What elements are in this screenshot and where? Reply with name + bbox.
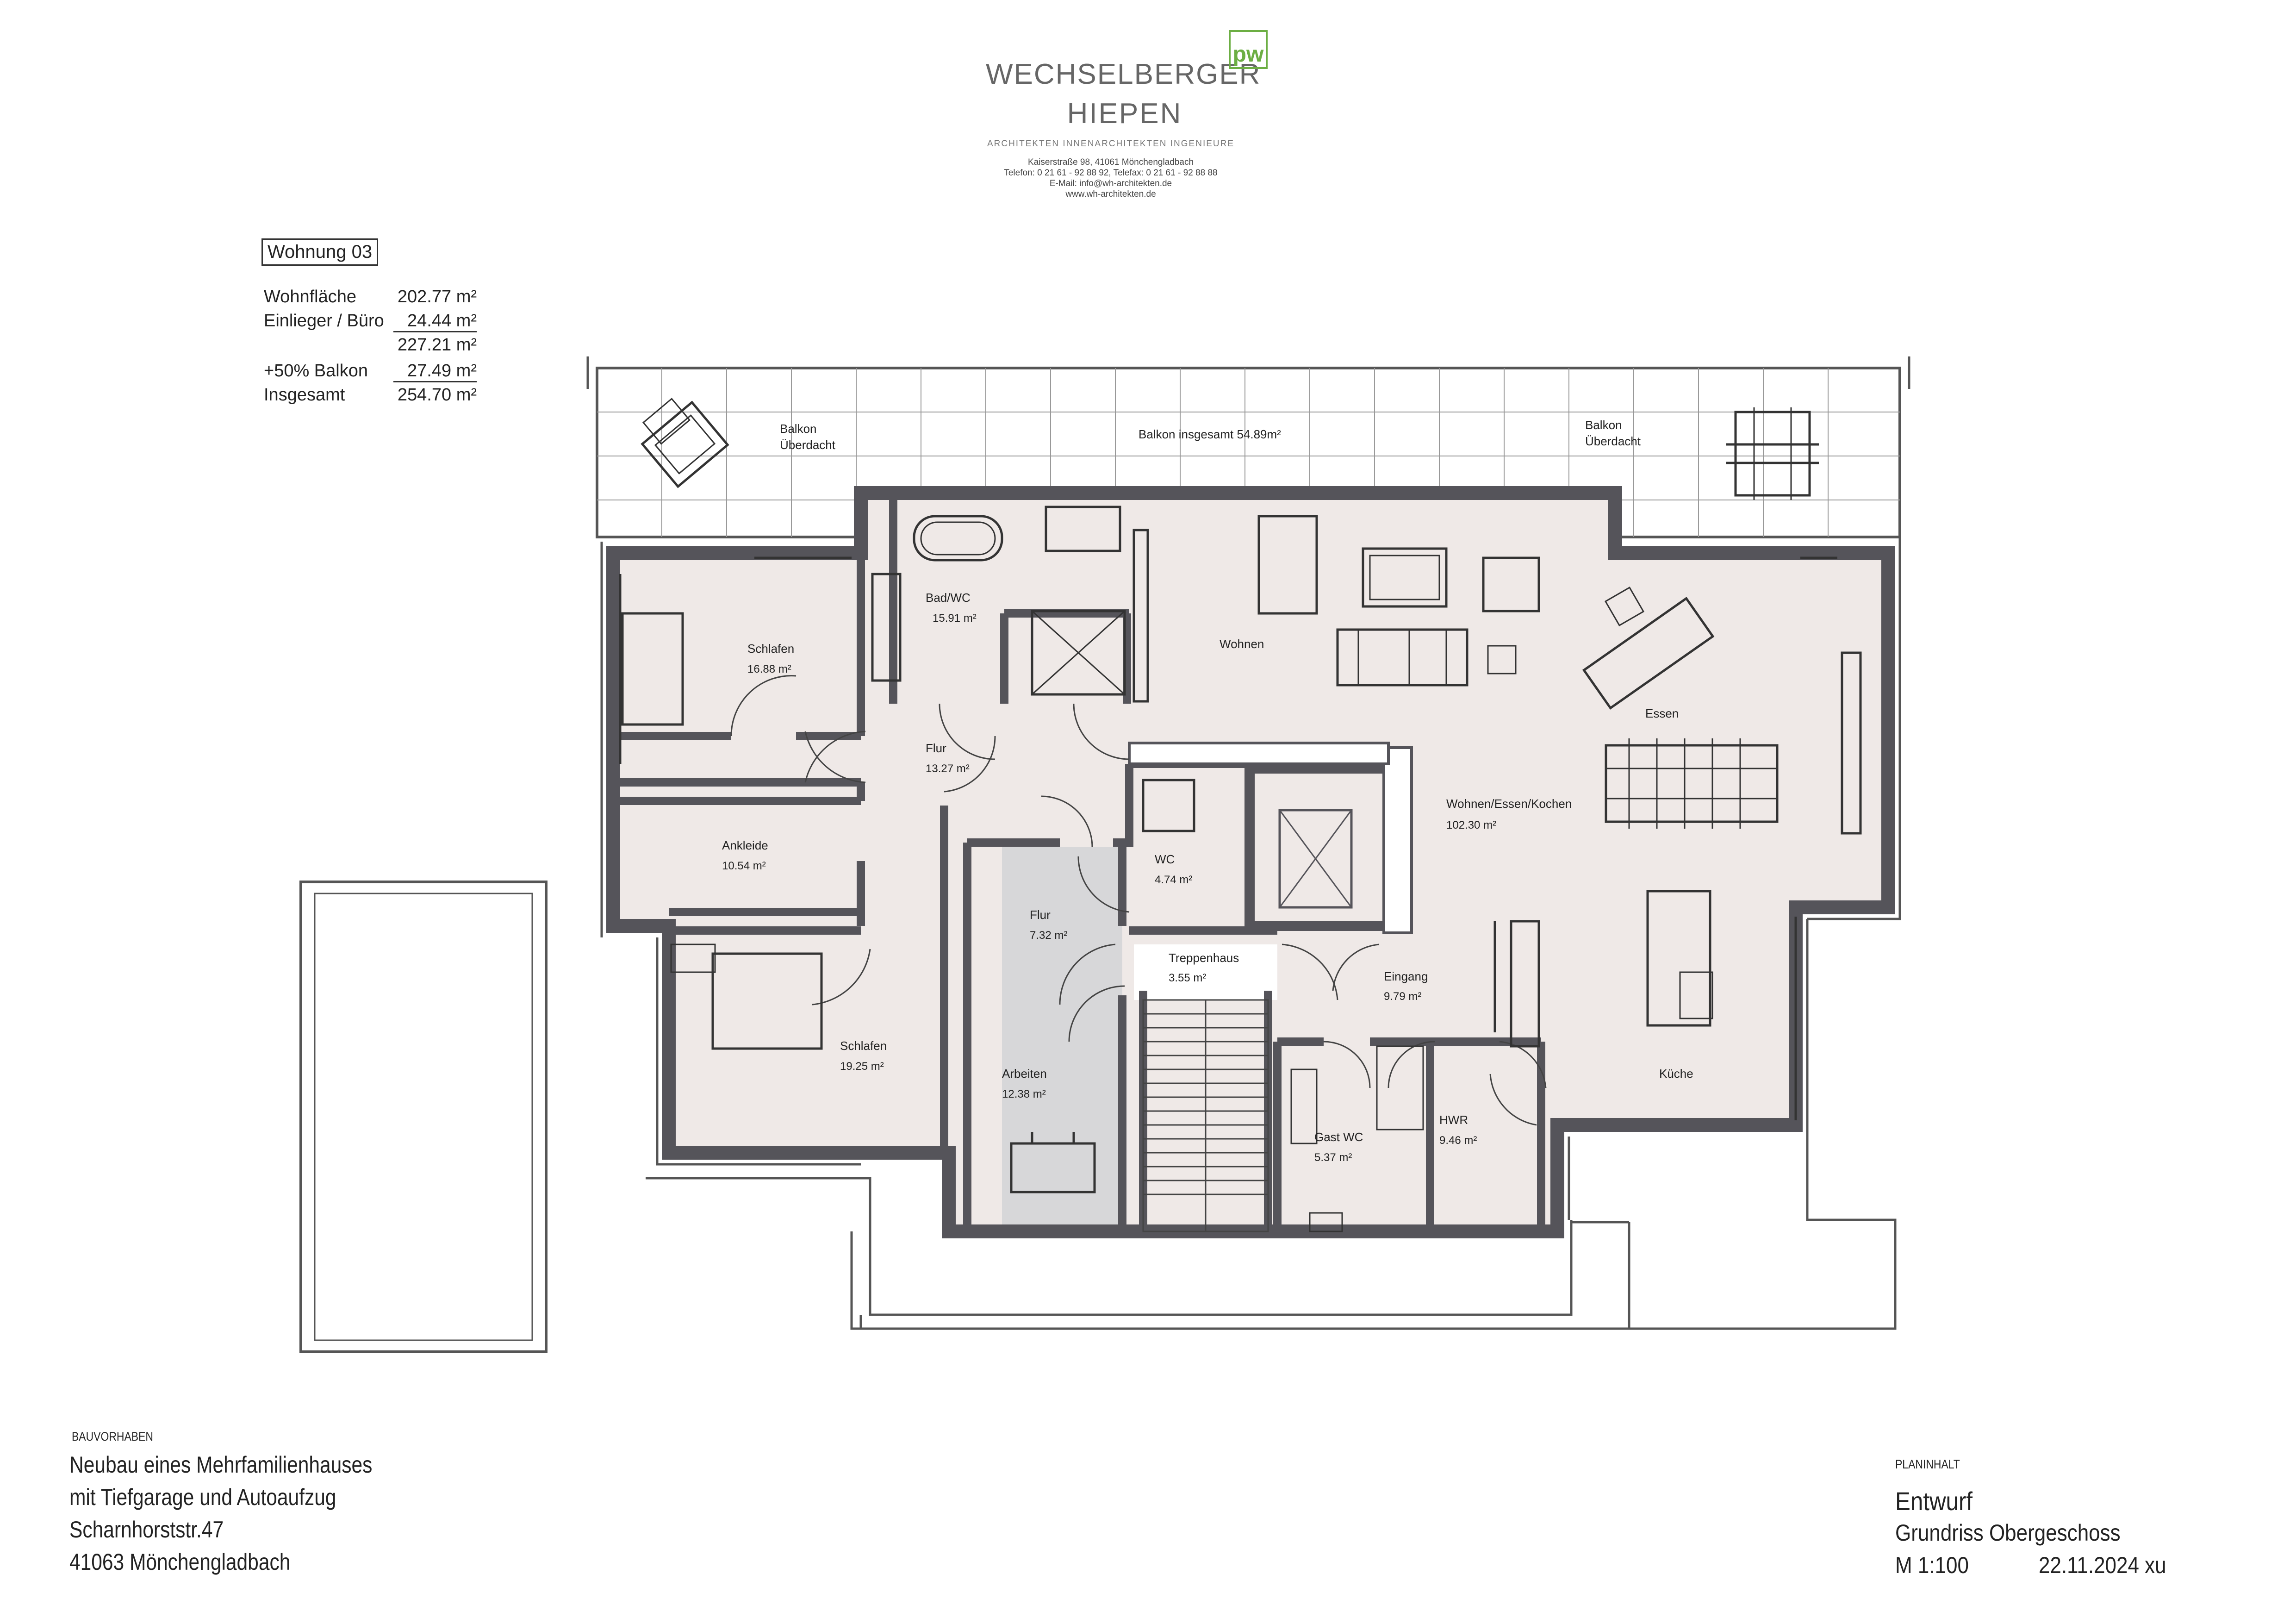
plan-title: Entwurf: [1895, 1487, 1973, 1516]
label-balkon-right-2: Überdacht: [1585, 434, 1641, 448]
plan-scale: M 1:100: [1895, 1552, 1969, 1578]
project-line-1: Neubau eines Mehrfamilienhauses: [69, 1452, 373, 1478]
area-hwr: 9.46 m²: [1439, 1134, 1477, 1147]
exterior-walls: [606, 486, 1895, 1238]
firm-name-line2: HIEPEN: [1067, 98, 1182, 130]
label-kueche: Küche: [1659, 1067, 1693, 1081]
area-treppenhaus: 3.55 m²: [1169, 972, 1206, 984]
label-bad: Bad/WC: [926, 591, 971, 605]
firm-email: E-Mail: info@wh-architekten.de: [1049, 179, 1172, 188]
terrace-edges: [600, 537, 1901, 1330]
logo-text: pw: [1232, 42, 1264, 67]
project-line-3: Scharnhorststr.47: [69, 1517, 224, 1543]
label-gastwc: Gast WC: [1314, 1130, 1363, 1144]
label-wc: WC: [1155, 852, 1175, 866]
area-label-balcony: +50% Balkon: [264, 361, 368, 381]
label-balkon-left: Balkon: [780, 422, 817, 436]
firm-phone: Telefon: 0 21 61 - 92 88 92, Telefax: 0 …: [1004, 168, 1218, 178]
project-line-4: 41063 Mönchengladbach: [69, 1549, 291, 1575]
door-swings: [730, 675, 1547, 1126]
label-flur1: Flur: [926, 741, 946, 755]
label-ankleide: Ankleide: [722, 838, 768, 852]
plan-date: 22.11.2024 xu: [2039, 1552, 2166, 1578]
firm-logo: pw: [1229, 30, 1268, 69]
firm-name-line1: WECHSELBERGER: [986, 58, 1261, 90]
label-treppenhaus: Treppenhaus: [1169, 951, 1239, 965]
area-label-office: Einlieger / Büro: [264, 311, 384, 331]
firm-web: www.wh-architekten.de: [1065, 189, 1156, 199]
label-essen: Essen: [1645, 706, 1679, 720]
plan-label: PLANINHALT: [1895, 1457, 1960, 1471]
area-value-total: 254.70 m²: [397, 385, 477, 405]
furniture: [619, 398, 1862, 1232]
pergola-left: [299, 881, 548, 1353]
label-wohnen: Wohnen: [1220, 637, 1264, 651]
area-value-office: 24.44 m²: [393, 311, 477, 332]
label-balkon-total: Balkon insgesamt 54.89m²: [1139, 427, 1281, 441]
area-flur1: 13.27 m²: [926, 762, 970, 775]
label-flur2: Flur: [1030, 908, 1051, 922]
label-schlafen2: Schlafen: [840, 1039, 887, 1053]
project-line-2: mit Tiefgarage und Autoaufzug: [69, 1484, 336, 1510]
area-label-total: Insgesamt: [264, 385, 345, 405]
area-bad: 15.91 m²: [933, 612, 977, 625]
area-schlafen2: 19.25 m²: [840, 1060, 884, 1073]
office-floor: [1002, 847, 1122, 1231]
label-eingang: Eingang: [1384, 969, 1428, 983]
label-balkon-right: Balkon: [1585, 418, 1622, 432]
area-ankleide: 10.54 m²: [722, 860, 766, 872]
apartment-label: Wohnung 03: [261, 238, 379, 266]
area-gastwc: 5.37 m²: [1314, 1151, 1352, 1164]
firm-disciplines: ARCHITEKTEN INNENARCHITEKTEN INGENIEURE: [987, 139, 1235, 149]
elevator-core: [1128, 742, 1413, 934]
area-arbeiten: 12.38 m²: [1002, 1088, 1046, 1100]
area-value-living: 202.77 m²: [397, 287, 477, 306]
label-balkon-left-2: Überdacht: [780, 438, 836, 452]
label-hwr: HWR: [1439, 1113, 1468, 1127]
area-label-living: Wohnfläche: [264, 287, 356, 306]
plan-subtitle: Grundriss Obergeschoss: [1895, 1520, 2121, 1546]
interior-walls: [613, 493, 1545, 1231]
area-value-subtotal: 227.21 m²: [397, 335, 477, 355]
firm-address: Kaiserstraße 98, 41061 Mönchengladbach: [1027, 157, 1194, 167]
label-schlafen1: Schlafen: [747, 642, 794, 656]
area-eingang: 9.79 m²: [1384, 990, 1421, 1003]
staircase: [1142, 999, 1269, 1232]
area-wc: 4.74 m²: [1155, 874, 1192, 886]
area-value-balcony: 27.49 m²: [393, 361, 477, 382]
label-wek: Wohnen/Essen/Kochen: [1446, 797, 1572, 811]
label-arbeiten: Arbeiten: [1002, 1067, 1047, 1081]
stair-landing: [1134, 944, 1277, 1000]
area-flur2: 7.32 m²: [1030, 929, 1067, 942]
area-wek: 102.30 m²: [1446, 819, 1496, 831]
area-schlafen1: 16.88 m²: [747, 663, 791, 675]
project-label: BAUVORHABEN: [72, 1430, 154, 1443]
